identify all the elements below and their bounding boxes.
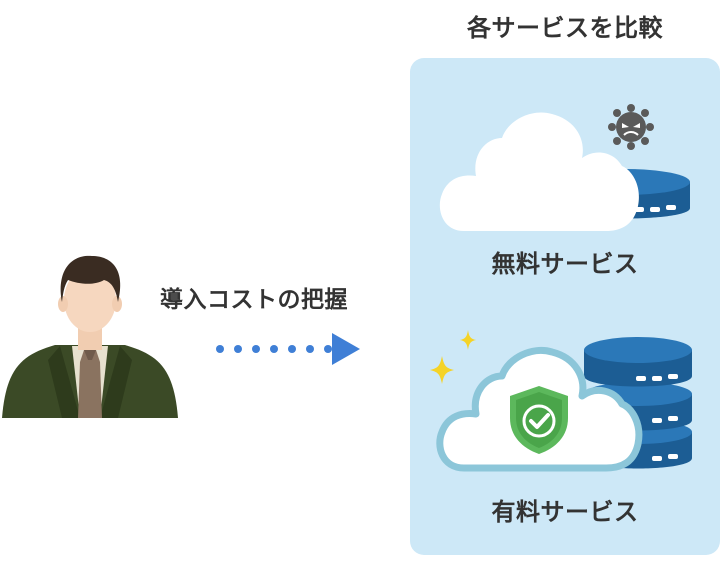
virus-icon bbox=[608, 104, 654, 150]
businessman-icon bbox=[2, 255, 178, 418]
free-service-label: 無料サービス bbox=[491, 250, 639, 278]
comparison-title: 各サービスを比較 bbox=[467, 14, 663, 42]
arrow-label: 導入コストの把握 bbox=[160, 287, 348, 313]
paid-service-label: 有料サービス bbox=[491, 498, 639, 526]
dotted-arrow-icon bbox=[216, 333, 360, 365]
cloud-icon bbox=[439, 112, 639, 231]
shield-check-icon bbox=[510, 386, 568, 454]
sparkle-icon bbox=[430, 330, 476, 384]
